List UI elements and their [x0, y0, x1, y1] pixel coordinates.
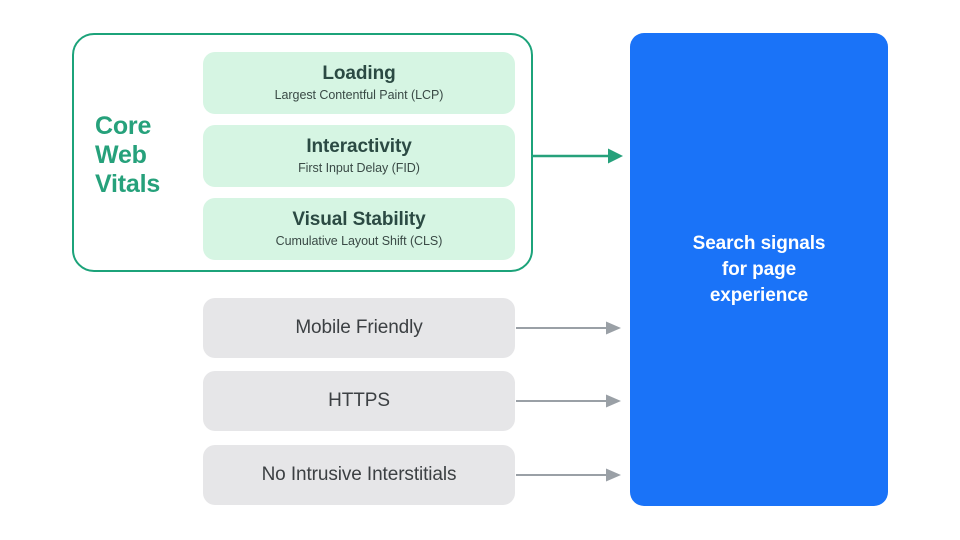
- signal-label: No Intrusive Interstitials: [261, 464, 457, 485]
- metric-subtitle: First Input Delay (FID): [298, 161, 420, 175]
- search-signals-text: Search signals for page experience: [692, 232, 826, 306]
- core-web-vitals-label-line-2: Web: [95, 141, 147, 169]
- signal-label: Mobile Friendly: [295, 317, 423, 338]
- core-web-vitals-group-label: Core Web Vitals: [95, 112, 195, 199]
- metric-card-interactivity: Interactivity First Input Delay (FID): [203, 125, 515, 187]
- metric-title: Visual Stability: [292, 209, 426, 230]
- https-arrow: [516, 394, 621, 408]
- core-web-vitals-arrow: [533, 148, 623, 164]
- metric-title: Interactivity: [306, 136, 412, 157]
- metric-subtitle: Cumulative Layout Shift (CLS): [275, 234, 443, 248]
- core-web-vitals-label-line-1: Core: [95, 112, 152, 140]
- metric-card-loading: Loading Largest Contentful Paint (LCP): [203, 52, 515, 114]
- no-intrusive-interstitials-arrow: [516, 468, 621, 482]
- metric-title: Loading: [322, 63, 396, 84]
- signal-label: HTTPS: [328, 390, 390, 411]
- metric-subtitle: Largest Contentful Paint (LCP): [274, 88, 444, 102]
- signal-card-no-intrusive-interstitials: No Intrusive Interstitials: [203, 445, 515, 505]
- core-web-vitals-group: [72, 33, 533, 272]
- signal-card-mobile-friendly: Mobile Friendly: [203, 298, 515, 358]
- metric-card-visual-stability: Visual Stability Cumulative Layout Shift…: [203, 198, 515, 260]
- signal-card-https: HTTPS: [203, 371, 515, 431]
- search-signals-panel: Search signals for page experience: [630, 33, 888, 506]
- mobile-friendly-arrow: [516, 321, 621, 335]
- core-web-vitals-label-line-3: Vitals: [95, 170, 161, 198]
